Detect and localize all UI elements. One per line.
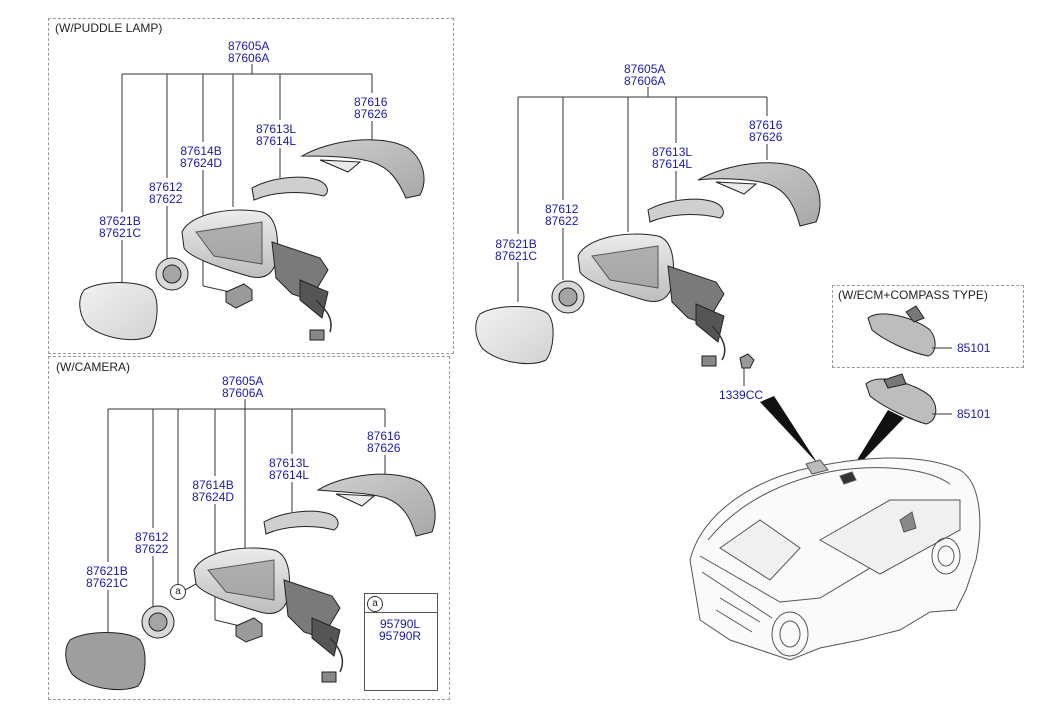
- camera-parts: [65, 473, 436, 691]
- bolt-icon: [739, 353, 755, 369]
- mirror-cover-icon: [300, 139, 425, 199]
- ecm-compass-frame: [832, 285, 1024, 368]
- mirror-glass-icon: [475, 306, 554, 365]
- mirror-cover-icon: [697, 162, 821, 227]
- camera-callout-a: a: [170, 584, 186, 600]
- side-repeater-lamp-icon: [263, 510, 339, 535]
- puddle-lamp-title: (W/PUDDLE LAMP): [55, 21, 163, 35]
- vehicle-suv-icon: [689, 457, 981, 661]
- inside-rear-view-mirror-icon: [867, 313, 936, 357]
- mirror-glass-icon: [65, 632, 146, 691]
- wiring-harness-icon: [711, 325, 726, 361]
- main-parts: [475, 162, 821, 369]
- puddle-leader-lines: [121, 64, 373, 293]
- puddle-lamp-frame: [48, 18, 454, 354]
- camera-title: (W/CAMERA): [56, 360, 130, 374]
- inside-mirrors: [865, 305, 952, 425]
- camera-frame: [48, 356, 450, 700]
- ecm-compass-title: (W/ECM+COMPASS TYPE): [838, 288, 988, 302]
- inset-divider: [364, 612, 438, 613]
- camera-icon: [235, 617, 263, 643]
- mirror-glass-icon: [79, 282, 158, 341]
- camera-leader-lines: [107, 399, 386, 632]
- ecm-mirror-label: 85101: [957, 341, 991, 355]
- wiring-harness-icon: [329, 637, 344, 673]
- wiring-harness-icon: [315, 299, 332, 333]
- std-mirror-label: 85101: [957, 407, 991, 421]
- main-leader-lines: [517, 87, 768, 386]
- puddle-parts: [79, 139, 425, 341]
- puddle-lamp-icon: [225, 283, 253, 309]
- side-repeater-lamp-icon: [647, 198, 724, 223]
- side-repeater-lamp-icon: [251, 176, 328, 201]
- mirror-cover-icon: [316, 473, 436, 537]
- main-bolt-label: 1339CC: [719, 388, 764, 402]
- inset-callout-a: a: [367, 596, 383, 612]
